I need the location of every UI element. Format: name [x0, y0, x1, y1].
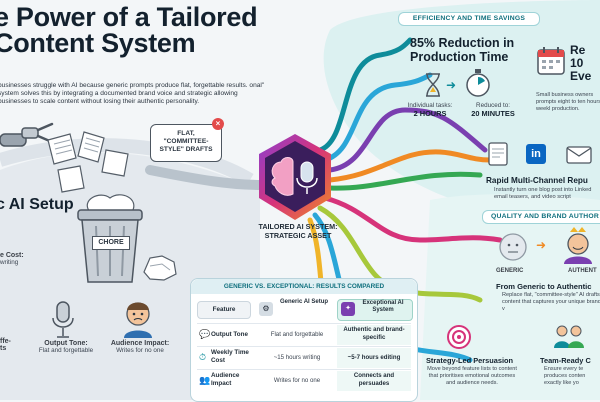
- row-exceptional-bg: [337, 348, 411, 368]
- generic-label: GENERIC: [496, 268, 524, 274]
- generic-setup-label: c AI Setup: [0, 196, 74, 213]
- flat-drafts-text: FLAT, "COMMITTEE-STYLE" DRAFTS: [159, 130, 213, 153]
- before-time: Individual tasks: 2 HOURS: [407, 102, 453, 118]
- calendar-icon: [537, 47, 565, 75]
- strategy-desc: Move beyond feature lists to content tha…: [427, 366, 517, 386]
- row-feature: Output Tone: [211, 331, 248, 338]
- linkedin-icon: in: [526, 144, 546, 164]
- arrow-right-icon: ➜: [446, 78, 457, 92]
- col-exceptional: Exceptional AI System: [362, 300, 404, 313]
- row-exceptional: Connects and persuades: [353, 372, 395, 387]
- target-icon: [447, 325, 471, 349]
- row-exceptional-bg: [337, 325, 411, 345]
- reclaim-desc: Small business owners prompts eight to t…: [536, 92, 600, 112]
- output-tone-stat: Output Tone: Flat and forgettable: [38, 340, 94, 354]
- chore-label: CHORE: [92, 236, 130, 250]
- generic-col-icon: ⚙: [259, 302, 273, 316]
- row-generic: Writes for no one: [273, 377, 321, 384]
- people-icon: 👥: [199, 375, 211, 385]
- authentic-person-icon: [564, 227, 592, 264]
- trash-bin-icon: [77, 194, 143, 283]
- efficiency-headline: 85% Reduction in Production Time: [410, 36, 515, 64]
- crumpled-paper-icon: [143, 255, 177, 281]
- document-icon: [488, 142, 508, 166]
- quality-desc: Replace flat, "committee-style" AI draft…: [502, 292, 600, 312]
- reclaim-headline: Re 10 Eve: [570, 43, 592, 83]
- table-row: 💬 Output Tone Flat and forgettable Authe…: [197, 323, 411, 346]
- flat-drafts-bubble: FLAT, "COMMITTEE-STYLE" DRAFTS: [150, 124, 222, 162]
- clock-icon: ⏱: [199, 352, 207, 362]
- paper-pile-icon: [47, 131, 129, 193]
- intro-text: businesses struggle with AI because gene…: [0, 82, 265, 105]
- arrow-right-icon-2: ➜: [536, 238, 547, 252]
- hourglass-icon: [426, 73, 440, 97]
- tailored-ai-hexagon: [259, 134, 331, 220]
- quality-title: From Generic to Authentic: [496, 282, 592, 291]
- col-feature: Feature: [197, 301, 251, 319]
- repurpose-desc: Instantly turn one blog post into Linked…: [494, 187, 592, 200]
- team-desc: Ensure every te produces conten exactly …: [544, 366, 586, 386]
- row-generic: ~15 hours writing: [273, 354, 321, 361]
- team-icon: [554, 325, 584, 348]
- email-icon: [566, 146, 592, 164]
- table-header-row: Feature ⚙ Generic AI Setup ✦ Exceptional…: [197, 299, 413, 321]
- page-title: e Power of a Tailored Content System: [0, 2, 258, 58]
- speech-icon: 💬: [199, 329, 211, 339]
- comparison-table-title-bar: GENERIC VS. EXCEPTIONAL: RESULTS COMPARE…: [191, 279, 417, 294]
- row-exceptional: ~5-7 hours editing: [347, 354, 401, 361]
- row-exceptional-bg: [337, 371, 411, 391]
- team-title: Team-Ready C: [540, 356, 591, 365]
- row-generic: Flat and forgettable: [270, 331, 324, 338]
- exceptional-col-bg: [337, 299, 413, 321]
- repurpose-title: Rapid Multi-Channel Repu: [486, 176, 588, 185]
- microphone-icon: [50, 301, 76, 338]
- efficiency-section-pill: EFFICIENCY AND TIME SAVINGS: [398, 12, 540, 26]
- comparison-table-title: GENERIC VS. EXCEPTIONAL: RESULTS COMPARE…: [223, 283, 385, 290]
- table-row: ⏱ Weekly Time Cost ~15 hours writing ~5-…: [197, 346, 411, 369]
- generic-face-icon: [499, 233, 527, 261]
- drafts-stat: ffe- ts: [0, 338, 11, 352]
- comparison-table: GENERIC VS. EXCEPTIONAL: RESULTS COMPARE…: [190, 278, 418, 402]
- row-feature: Weekly Time Cost: [211, 349, 249, 364]
- stopwatch-icon: [466, 69, 490, 97]
- col-generic: Generic AI Setup: [279, 299, 329, 305]
- robot-arm-icon: [0, 122, 54, 147]
- strategy-title: Strategy-Led Persuasion: [426, 356, 514, 365]
- row-exceptional: Authentic and brand-specific: [343, 326, 405, 341]
- weekly-cost-label: e Cost: writing: [0, 252, 24, 266]
- row-feature: Audience Impact: [211, 372, 240, 387]
- strategic-asset-label: TAILORED AI SYSTEM: STRATEGIC ASSET: [258, 222, 338, 240]
- confused-person-icon: [124, 302, 152, 338]
- exceptional-col-icon: ✦: [341, 302, 355, 316]
- after-time: Reduced to: 20 MINUTES: [471, 102, 515, 118]
- table-row: 👥 Audience Impact Writes for no one Conn…: [197, 369, 411, 392]
- authentic-label: AUTHENT: [568, 268, 597, 274]
- close-icon: ×: [212, 118, 224, 130]
- audience-impact-stat: Audience Impact: Writes for no one: [110, 340, 170, 354]
- quality-section-pill: QUALITY AND BRAND AUTHOR: [482, 210, 600, 224]
